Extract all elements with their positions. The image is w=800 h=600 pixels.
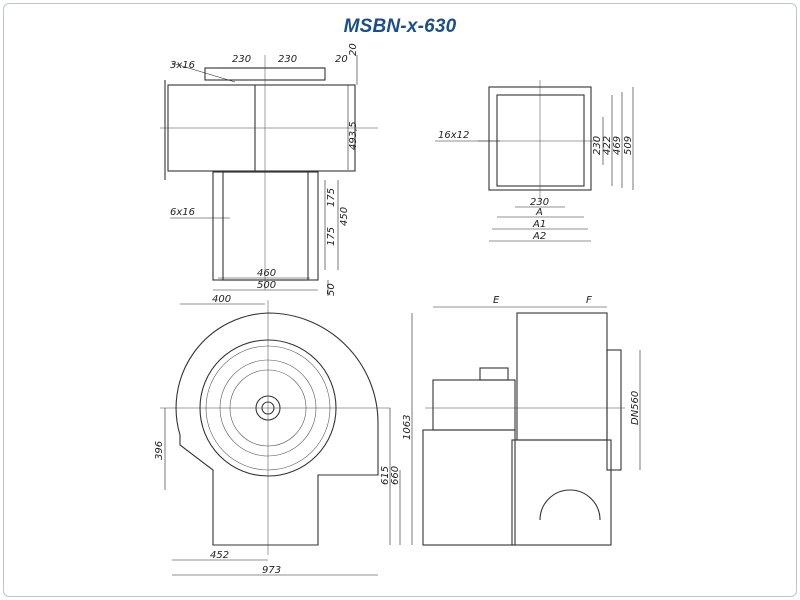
dim-396: 396 [154, 441, 165, 460]
dim-469: 469 [612, 136, 623, 155]
top-view [160, 55, 378, 296]
dim-450: 450 [339, 207, 350, 226]
dim-20-horizontal: 20 [335, 54, 348, 65]
dim-20-vertical: 20 [348, 43, 359, 56]
dim-50: 50 [326, 283, 337, 296]
dim-509: 509 [623, 136, 634, 155]
dim-973: 973 [262, 565, 281, 576]
dim-a: A [535, 207, 543, 218]
dim-422: 422 [602, 136, 613, 155]
dim-230-horizontal: 230 [530, 197, 549, 208]
dim-460: 460 [257, 268, 276, 279]
dim-1063: 1063 [402, 415, 413, 440]
holes-6x16: 6x16 [170, 207, 195, 218]
dim-f: F [586, 295, 592, 306]
dim-230-left: 230 [232, 54, 251, 65]
dim-660: 660 [390, 466, 401, 485]
dim-500: 500 [257, 280, 276, 291]
dim-a1: A1 [532, 219, 546, 230]
front-view [160, 300, 413, 576]
side-view [422, 306, 641, 546]
dim-615: 615 [380, 466, 391, 485]
drawing-title: MSBN-x-630 [343, 16, 457, 37]
dim-a2: A2 [532, 231, 546, 242]
dim-400: 400 [212, 294, 231, 305]
dim-230-vertical: 230 [592, 136, 603, 155]
drawing-frame [3, 3, 797, 597]
dim-dn560: DN560 [630, 391, 641, 425]
dim-175-lower: 175 [326, 227, 337, 246]
holes-16x12: 16x12 [438, 130, 469, 141]
dim-452: 452 [210, 550, 229, 561]
dim-e: E [493, 295, 500, 306]
dim-493-5: 493,5 [348, 121, 359, 150]
holes-3x16: 3x16 [170, 60, 195, 71]
flange-view [435, 80, 634, 242]
dim-230-right: 230 [278, 54, 297, 65]
dim-175-upper: 175 [326, 188, 337, 207]
